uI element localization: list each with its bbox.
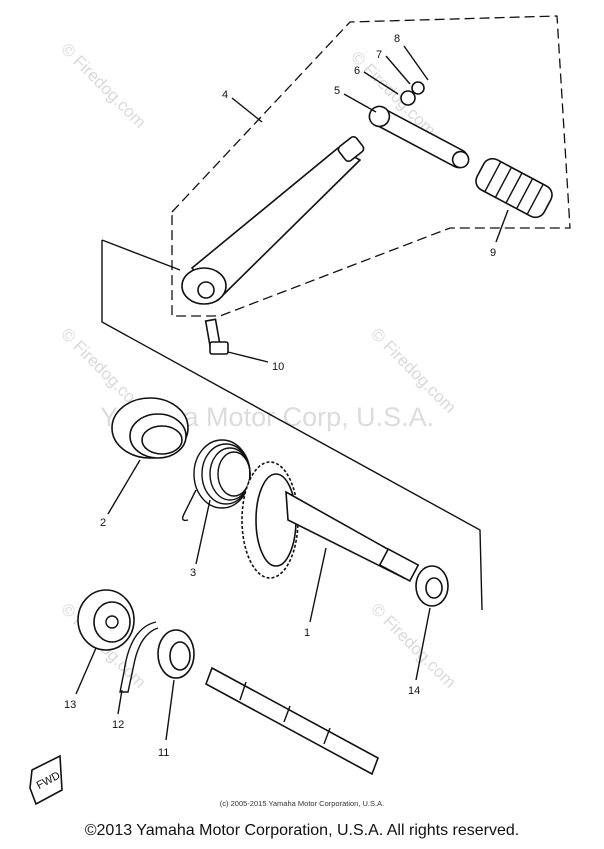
- callout-11: 11: [158, 747, 169, 759]
- ratchet: [77, 589, 135, 651]
- leader-4: [231, 97, 263, 123]
- crank-assembly-outline: [171, 15, 571, 317]
- kick-shaft-gear: [241, 461, 420, 583]
- collar: [111, 397, 189, 459]
- leader-7: [385, 55, 411, 85]
- fwd-arrow-icon: FWD: [29, 754, 63, 806]
- leader-6: [363, 71, 399, 95]
- kick-spring: [181, 439, 251, 522]
- callout-2: 2: [100, 517, 106, 529]
- kick-grip: [475, 157, 553, 219]
- callout-7: 7: [376, 49, 382, 61]
- callout-3: 3: [190, 567, 196, 579]
- leader-9: [495, 209, 509, 243]
- washer-6: [400, 90, 416, 106]
- callout-5: 5: [334, 85, 340, 97]
- callout-8: 8: [394, 33, 400, 45]
- callout-6: 6: [354, 65, 360, 77]
- callout-12: 12: [112, 719, 124, 731]
- pin-8: [403, 45, 429, 81]
- callout-13: 13: [64, 699, 76, 711]
- leader-5: [343, 93, 377, 113]
- crank-bolt: [204, 318, 229, 355]
- leader-1: [309, 547, 327, 623]
- kick-pedal-arm: [368, 105, 470, 169]
- leader-10: [227, 351, 269, 363]
- watermark-low-right: © Firedog.com: [367, 599, 459, 691]
- kick-crank-lever: [181, 135, 365, 305]
- callout-1: 1: [304, 627, 310, 639]
- callout-14: 14: [408, 685, 420, 697]
- leader-11: [165, 679, 175, 741]
- leader-3: [195, 499, 211, 565]
- pinion-gear: [157, 629, 195, 679]
- callout-10: 10: [272, 361, 284, 373]
- shaft-assembly-outline: [101, 239, 483, 611]
- spring-7: [411, 81, 425, 95]
- output-shaft: [205, 666, 379, 776]
- callout-9: 9: [490, 247, 496, 259]
- leader-2: [107, 459, 141, 515]
- callout-4: 4: [222, 89, 228, 101]
- leader-13: [75, 647, 97, 695]
- copyright-footer: ©2013 Yamaha Motor Corporation, U.S.A. A…: [84, 822, 520, 839]
- watermark-top-left: © Firedog.com: [57, 39, 149, 131]
- leader-14: [415, 607, 431, 681]
- bearing: [415, 565, 449, 607]
- diagram-credit: (c) 2005-2015 Yamaha Motor Corporation, …: [220, 799, 384, 808]
- leader-12: [117, 689, 123, 715]
- clip: [119, 621, 159, 693]
